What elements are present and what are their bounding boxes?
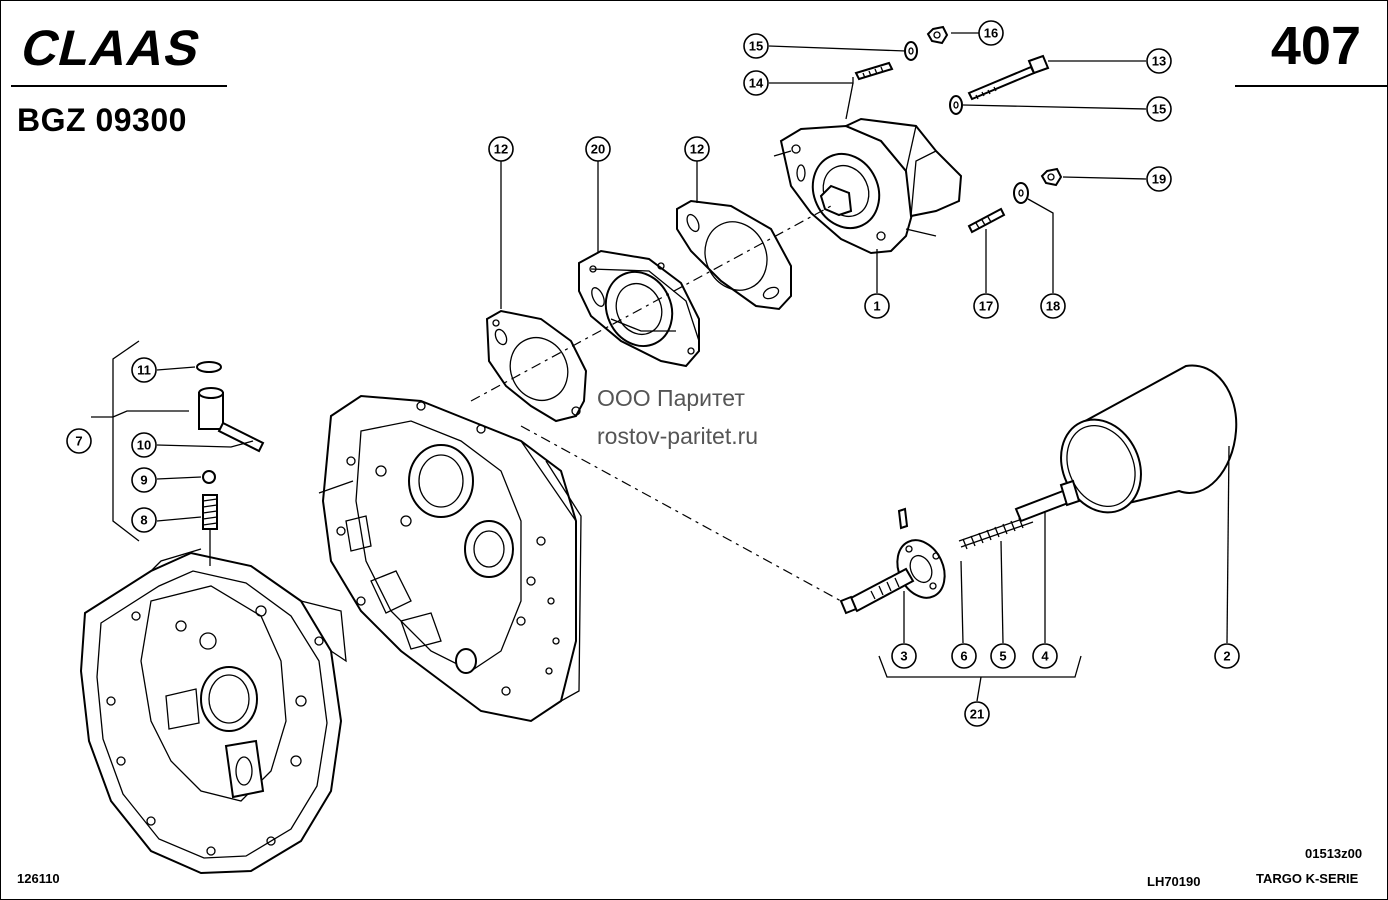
callout-17: 18: [1040, 293, 1066, 319]
callout-8: 8: [131, 507, 157, 533]
callout-13: 13: [1146, 48, 1172, 74]
watermark-url: rostov-paritet.ru: [597, 423, 759, 449]
page-number: 407: [1270, 16, 1361, 76]
transmission-housing: [318, 394, 582, 723]
group-code: BGZ 09300: [17, 102, 187, 138]
callout-15-mid: 15: [1146, 96, 1172, 122]
footer-series: TARGO K-SERIE: [1256, 871, 1359, 886]
callout-6: 6: [951, 643, 977, 669]
washer-15-top: [904, 41, 918, 61]
header-rule-left: [11, 85, 227, 87]
callout-7: 7: [66, 428, 92, 454]
svg-text:4: 4: [1041, 649, 1049, 664]
callout-4: 4: [1032, 643, 1058, 669]
callout-12-right: 12: [684, 136, 710, 162]
svg-text:10: 10: [137, 438, 151, 453]
callout-15-top: 15: [743, 33, 769, 59]
claas-logo: CLAAS: [17, 23, 207, 71]
valve-piston-7: [198, 387, 224, 430]
svg-text:18: 18: [1046, 299, 1060, 314]
svg-text:CLAAS: CLAAS: [17, 23, 207, 71]
stud-14: [854, 61, 894, 81]
svg-text:8: 8: [140, 513, 147, 528]
callout-5: 5: [990, 643, 1016, 669]
watermark-company: ООО Паритет: [597, 385, 745, 411]
valve-plug-4: [1014, 479, 1081, 523]
svg-text:12: 12: [494, 142, 508, 157]
svg-text:21: 21: [970, 707, 984, 722]
svg-text:3: 3: [900, 649, 907, 664]
callout-16: 17: [973, 293, 999, 319]
footer-drawing-ref: 01513z00: [1305, 846, 1363, 861]
stud-16: [967, 207, 1006, 234]
gasket-12-right: [676, 199, 792, 311]
callout-19: 19: [1146, 166, 1172, 192]
callout-1: 1: [864, 293, 890, 319]
spring-8: [202, 494, 218, 566]
centerline-valve: [520, 425, 842, 602]
svg-text:12: 12: [690, 142, 704, 157]
pump-1: [773, 117, 963, 255]
svg-text:20: 20: [591, 142, 605, 157]
washer-15-mid: [949, 95, 963, 115]
callout-11: 11: [131, 357, 157, 383]
bolt-13: [967, 54, 1050, 101]
spring-5: [958, 515, 1034, 550]
callout-14: 14: [743, 70, 769, 96]
callout-20: 20: [585, 136, 611, 162]
svg-text:17: 17: [979, 299, 993, 314]
svg-text:13: 13: [1152, 54, 1166, 69]
callout-2: 2: [1214, 643, 1240, 669]
leader-lines: [156, 32, 1230, 702]
ball-9: [202, 470, 216, 484]
nut-18: [926, 25, 949, 45]
svg-text:16: 16: [984, 26, 998, 41]
flywheel-housing: [79, 548, 347, 875]
header-rule-right: [1235, 85, 1387, 87]
callout-18: 16: [978, 20, 1004, 46]
svg-text:9: 9: [140, 473, 147, 488]
nut-19: [1040, 167, 1063, 187]
footer-model-ref: LH70190: [1147, 874, 1201, 889]
svg-text:15: 15: [1152, 102, 1166, 117]
svg-text:19: 19: [1152, 172, 1166, 187]
filter-canister-2: [1060, 364, 1238, 514]
callout-10: 10: [131, 432, 157, 458]
callout-9: 9: [131, 467, 157, 493]
bracket-7: [91, 340, 189, 542]
pin-6: [897, 507, 909, 530]
svg-text:7: 7: [75, 434, 82, 449]
washer-17: [1013, 182, 1029, 204]
adapter-plate-20: [578, 249, 700, 368]
valve-body-3: [839, 539, 946, 615]
svg-text:1: 1: [873, 299, 880, 314]
callout-12-left: 12: [488, 136, 514, 162]
svg-text:5: 5: [999, 649, 1006, 664]
svg-text:2: 2: [1223, 649, 1230, 664]
callout-3: 3: [891, 643, 917, 669]
svg-text:15: 15: [749, 39, 763, 54]
callout-21: 21: [964, 701, 990, 727]
footer-left-code: 126110: [17, 871, 60, 886]
o-ring-11: [196, 361, 222, 373]
plunger-10: [217, 421, 265, 453]
svg-text:11: 11: [137, 363, 151, 378]
svg-text:14: 14: [749, 76, 764, 91]
svg-text:6: 6: [960, 649, 967, 664]
